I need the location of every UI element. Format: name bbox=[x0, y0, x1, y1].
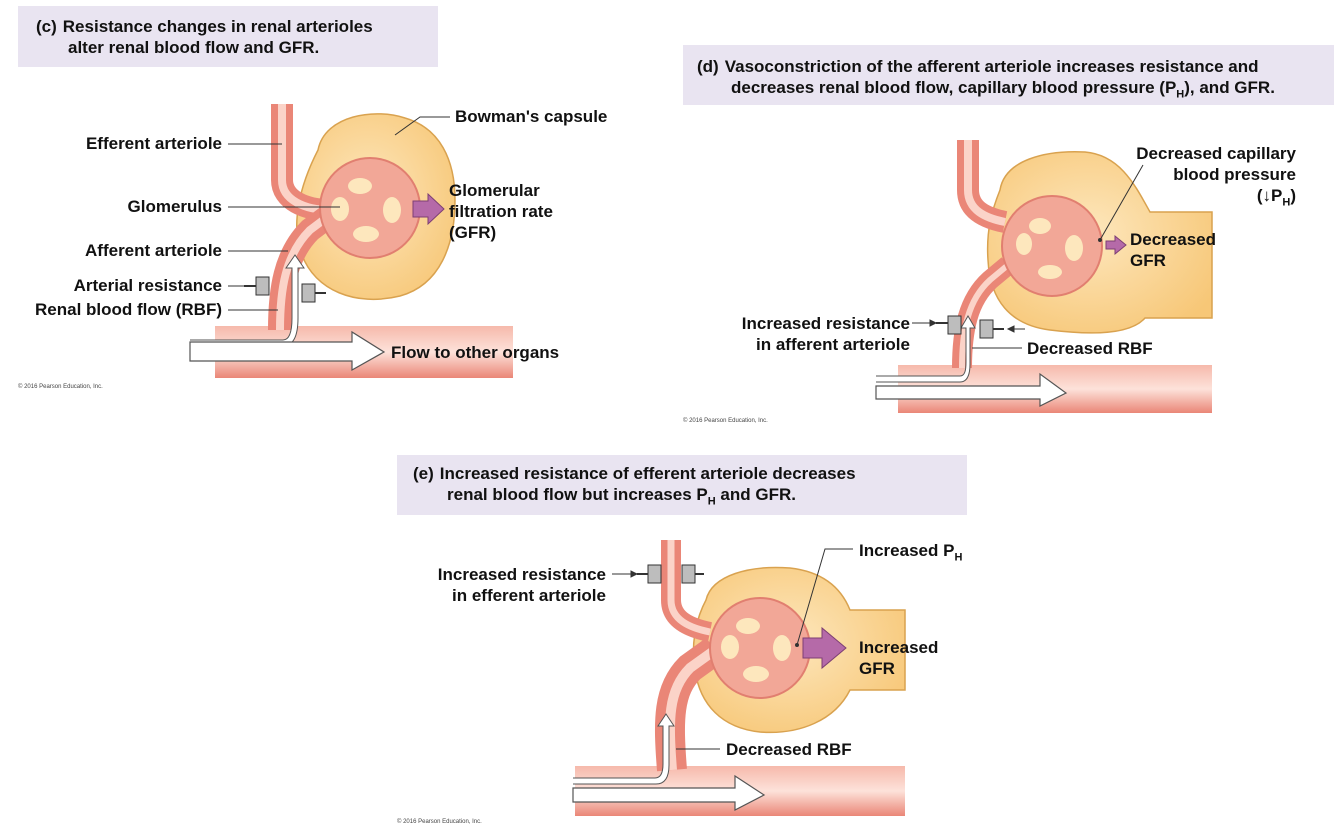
label-efferent-arteriole-c: Efferent arteriole bbox=[85, 134, 222, 153]
caption-d: (d) Vasoconstriction of the afferent arte… bbox=[697, 56, 1275, 105]
copyright-e: © 2016 Pearson Education, Inc. bbox=[397, 819, 482, 825]
label-dec-rbf-d: Decreased RBF bbox=[1027, 339, 1153, 358]
label-dec-cap-pressure-d: Decreased capillary blood pressure (↓PH) bbox=[1136, 143, 1296, 213]
label-inc-res-d-line2: in afferent arteriole bbox=[756, 335, 910, 354]
label-inc-res-e-line1: Increased resistance bbox=[437, 565, 606, 584]
label-gfr-c-line3: (GFR) bbox=[449, 223, 497, 242]
label-dec-cap-d-line2: blood pressure bbox=[1173, 165, 1296, 184]
caption-e-line1: Increased resistance of efferent arterio… bbox=[439, 464, 856, 483]
panel-d-drawing bbox=[875, 140, 1213, 413]
resistance-clamp-e1 bbox=[637, 564, 662, 584]
label-inc-res-d: Increased resistance in afferent arterio… bbox=[742, 313, 910, 355]
label-inc-ph-e-sub: H bbox=[954, 551, 963, 564]
leader-lines-c bbox=[228, 116, 450, 311]
label-inc-ph-e-text: Increased P bbox=[859, 541, 955, 560]
label-dec-gfr-d: Decreased GFR bbox=[1130, 229, 1216, 271]
label-inc-gfr-e-line1: Increased bbox=[859, 638, 939, 657]
leader-lines-d bbox=[912, 164, 1144, 349]
label-inc-ph-e: Increased PH bbox=[859, 540, 962, 568]
resistance-clamp-d2 bbox=[979, 319, 1004, 339]
rbf-arrow-e bbox=[573, 713, 675, 785]
panel-e-drawing bbox=[572, 540, 906, 816]
gfr-arrow-e bbox=[802, 626, 847, 670]
caption-e-line2a: renal blood flow but increases P bbox=[447, 485, 708, 504]
label-flow-other-c: Flow to other organs bbox=[391, 343, 560, 362]
label-arterial-resistance-c: Arterial resistance bbox=[73, 276, 222, 295]
label-inc-res-e: Increased resistance in efferent arterio… bbox=[438, 564, 606, 606]
flow-other-arrow-d bbox=[875, 372, 1068, 407]
caption-d-tag: (d) bbox=[697, 57, 719, 76]
caption-e: (e) Increased resistance of efferent arte… bbox=[413, 463, 856, 512]
flow-other-arrow-c bbox=[189, 330, 386, 372]
rbf-arrow-d bbox=[876, 315, 976, 383]
resistance-clamp-e2 bbox=[681, 564, 704, 584]
label-inc-gfr-e: Increased GFR bbox=[859, 637, 938, 679]
resistance-clamp-c2 bbox=[301, 283, 326, 303]
label-bowmans-capsule-c: Bowman's capsule bbox=[455, 107, 608, 126]
glomerulus-d bbox=[1001, 195, 1103, 297]
label-inc-res-d-line1: Increased resistance bbox=[741, 314, 910, 333]
caption-banner-d bbox=[683, 45, 1334, 105]
label-gfr-c: Glomerular filtration rate (GFR) bbox=[449, 180, 553, 243]
label-gfr-c-line1: Glomerular bbox=[449, 181, 540, 200]
caption-c-tag: (c) bbox=[36, 17, 57, 36]
caption-d-sub: H bbox=[1176, 88, 1185, 101]
caption-e-tag: (e) bbox=[413, 464, 434, 483]
copyright-c: © 2016 Pearson Education, Inc. bbox=[18, 384, 103, 390]
label-inc-res-e-line2: in efferent arteriole bbox=[452, 586, 606, 605]
label-dec-gfr-d-line1: Decreased bbox=[1130, 230, 1217, 249]
caption-d-line2b: ), and GFR. bbox=[1184, 78, 1275, 97]
label-inc-gfr-e-line2: GFR bbox=[859, 659, 895, 678]
label-dec-cap-d-line3b: ) bbox=[1290, 186, 1296, 205]
panel-c-drawing bbox=[189, 104, 513, 378]
caption-e-line2b: and GFR. bbox=[715, 485, 796, 504]
caption-e-sub: H bbox=[707, 495, 716, 508]
caption-banner-e bbox=[397, 455, 967, 515]
label-dec-gfr-d-line2: GFR bbox=[1130, 251, 1166, 270]
label-gfr-c-line2: filtration rate bbox=[449, 202, 553, 221]
caption-banner-c bbox=[18, 6, 438, 67]
label-dec-cap-d-line3a: (↓P bbox=[1256, 186, 1283, 205]
label-dec-cap-d-line1: Decreased capillary bbox=[1136, 144, 1296, 163]
label-dec-cap-d-sub: H bbox=[1282, 196, 1291, 209]
gfr-arrow-d bbox=[1105, 234, 1127, 256]
gfr-arrow-c bbox=[412, 192, 445, 226]
caption-d-line2a: decreases renal blood flow, capillary bl… bbox=[731, 78, 1177, 97]
label-afferent-arteriole-c: Afferent arteriole bbox=[85, 241, 222, 260]
label-dec-rbf-e: Decreased RBF bbox=[726, 740, 852, 759]
caption-c: (c) Resistance changes in renal arteriole… bbox=[36, 16, 373, 58]
leader-lines-e bbox=[612, 548, 853, 750]
resistance-clamp-d1 bbox=[936, 315, 962, 335]
caption-c-line2: alter renal blood flow and GFR. bbox=[68, 38, 320, 57]
label-glomerulus-c: Glomerulus bbox=[127, 197, 222, 216]
label-rbf-c: Renal blood flow (RBF) bbox=[35, 300, 222, 319]
flow-other-arrow-e bbox=[572, 774, 766, 811]
caption-c-line1: Resistance changes in renal arterioles bbox=[62, 17, 373, 36]
copyright-d: © 2016 Pearson Education, Inc. bbox=[683, 418, 768, 424]
caption-d-line1: Vasoconstriction of the afferent arterio… bbox=[724, 57, 1259, 76]
resistance-clamp-c1 bbox=[244, 276, 270, 296]
